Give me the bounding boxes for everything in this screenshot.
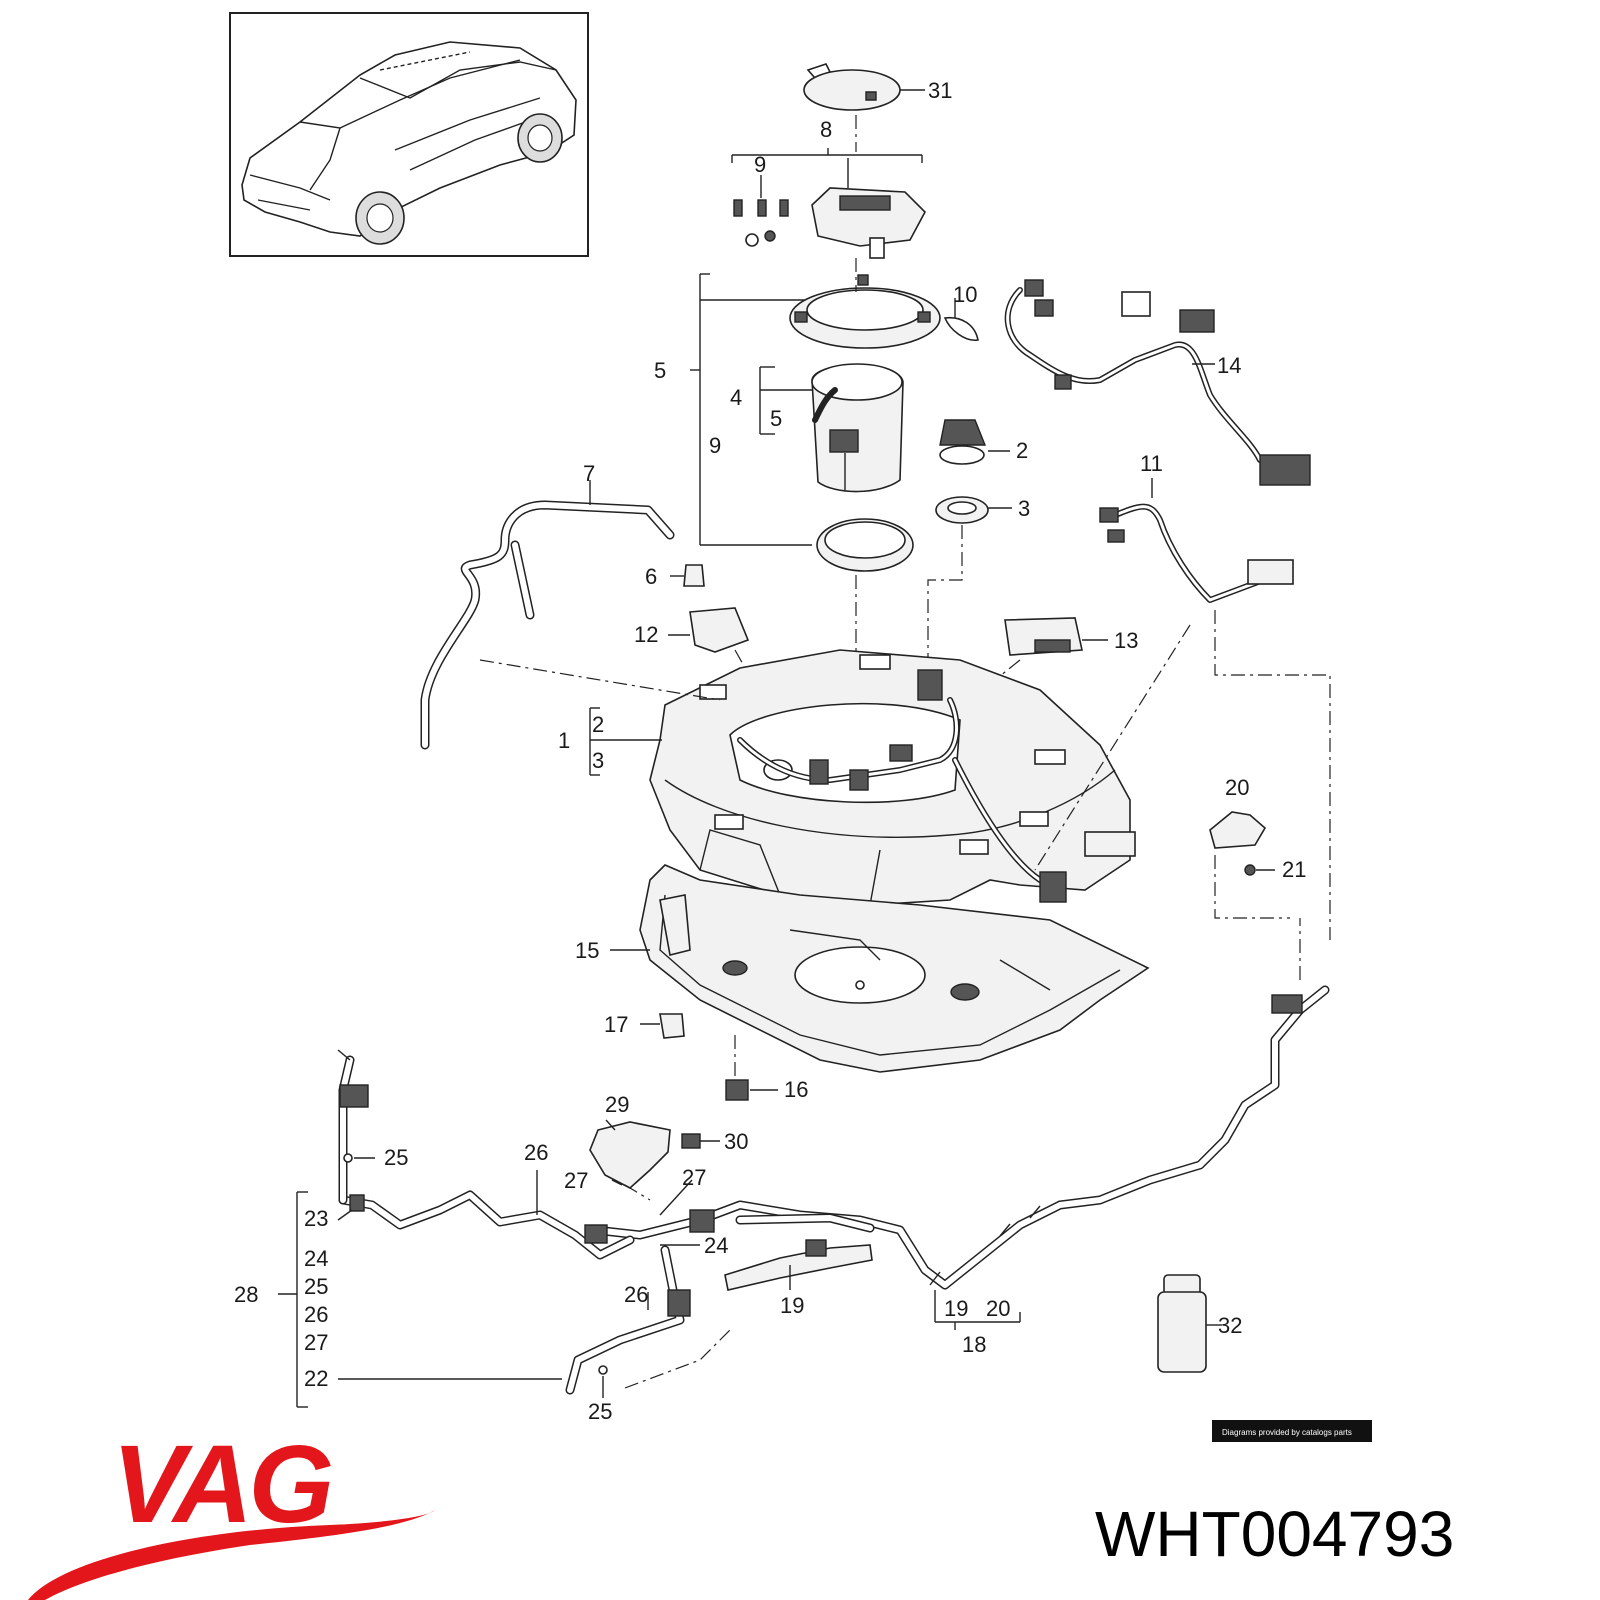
part-9-screws: [733, 175, 789, 247]
callout: 16: [784, 1077, 808, 1102]
callout: 9: [709, 433, 721, 458]
bracket-8: [731, 115, 923, 163]
callout: 2: [1016, 438, 1028, 463]
callout: 8: [820, 117, 832, 142]
callout: 3: [1018, 496, 1030, 521]
callout: 6: [645, 564, 657, 589]
callout: 4: [730, 385, 742, 410]
callout: 5: [654, 358, 666, 383]
callout: 18: [962, 1332, 986, 1357]
callout: 26: [304, 1302, 328, 1327]
bracket-5: [690, 273, 812, 546]
credit-badge: Diagrams provided by catalogs parts: [1212, 1420, 1372, 1442]
callout: 27: [304, 1330, 328, 1355]
callout: 26: [524, 1140, 548, 1165]
part-2-cap: [939, 419, 1010, 465]
callout: 23: [304, 1206, 328, 1231]
callout: 12: [634, 622, 658, 647]
callout: 1: [558, 728, 570, 753]
part-11-wiring: [1099, 478, 1331, 940]
callout: 24: [304, 1246, 328, 1271]
callout: 27: [564, 1168, 588, 1193]
part-number: WHT004793: [1095, 1498, 1454, 1570]
callout: 28: [234, 1282, 258, 1307]
logo-swoosh: [28, 1510, 435, 1600]
callout: 14: [1217, 353, 1241, 378]
callout: 20: [1225, 775, 1249, 800]
part-8-control-unit: [811, 158, 926, 259]
callout: 27: [682, 1165, 706, 1190]
part-17-nut: [640, 1013, 685, 1039]
callout-labels: 31 8 9 10 14 5 4 5 9 2 3 11 7 6 12 13 1 …: [234, 78, 1306, 1424]
part-7-vent-hose: [420, 480, 675, 750]
callout: 25: [384, 1145, 408, 1170]
callout: 25: [588, 1399, 612, 1424]
callout: 11: [1140, 451, 1163, 476]
callout: 24: [704, 1233, 728, 1258]
callout: 19: [780, 1293, 804, 1318]
callout: 30: [724, 1129, 748, 1154]
part-6-connector: [670, 564, 705, 587]
callout: 21: [1282, 857, 1306, 882]
callout: 29: [605, 1092, 629, 1117]
part-28-fuel-lines: [278, 918, 1330, 1408]
part-1-fuel-tank: [479, 624, 1191, 906]
callout: 9: [754, 152, 766, 177]
callout: 20: [986, 1296, 1010, 1321]
callout: 22: [304, 1366, 328, 1391]
part-3-seal: [927, 496, 1012, 660]
part-16-grommet: [725, 1035, 778, 1101]
part-5-locking-ring: [789, 258, 941, 349]
callout: 2: [592, 712, 604, 737]
callout: 5: [770, 406, 782, 431]
part-20-bracket: [1209, 811, 1290, 919]
credit-text: Diagrams provided by catalogs parts: [1222, 1428, 1352, 1437]
part-32-bottle: [1157, 1274, 1222, 1373]
callout: 7: [583, 461, 595, 486]
part-31-cover: [803, 63, 925, 111]
callout: 32: [1218, 1313, 1242, 1338]
part-15-heat-shield: [610, 864, 1150, 1073]
part-14-wiring: [1004, 279, 1311, 486]
callout: 10: [953, 282, 977, 307]
callout: 31: [928, 78, 952, 103]
logo-text: VAG: [112, 1423, 332, 1546]
part-10-clip: [943, 298, 979, 341]
callout: 25: [304, 1274, 328, 1299]
part-4-fuel-pump-module: [759, 363, 904, 493]
vehicle-inset: [229, 12, 589, 257]
callout: 17: [604, 1012, 628, 1037]
callout: 3: [592, 748, 604, 773]
callout: 26: [624, 1282, 648, 1307]
callout: 19: [944, 1296, 968, 1321]
callout: 15: [575, 938, 599, 963]
callout: 13: [1114, 628, 1138, 653]
vag-logo: VAG: [28, 1423, 435, 1600]
